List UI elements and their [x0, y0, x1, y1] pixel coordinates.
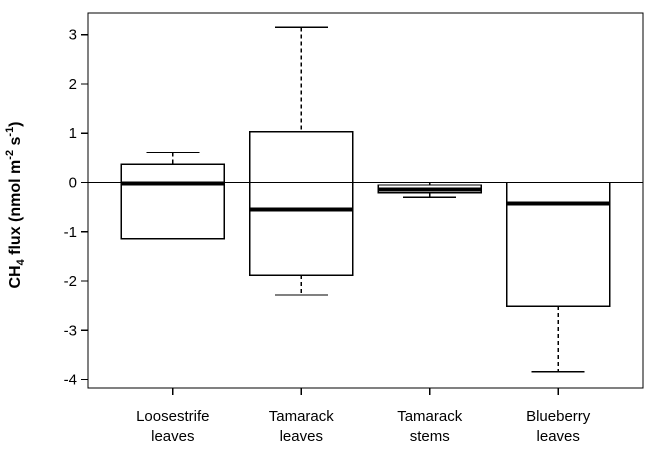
x-category-label-line1: Loosestrife [136, 408, 209, 425]
y-axis-label-segment: CH [7, 265, 24, 288]
y-tick-label: 2 [69, 76, 77, 93]
y-axis-label-segment: flux (nmol m [7, 160, 24, 260]
x-category-label-line2: stems [410, 428, 450, 445]
y-axis-label-segment: -1 [4, 127, 16, 137]
x-category-label-line2: leaves [537, 428, 580, 445]
y-tick-label: -2 [64, 273, 77, 290]
y-axis-label-segment: s [7, 136, 24, 149]
y-tick-label: -4 [64, 372, 77, 389]
x-category-label-line1: Blueberry [526, 408, 591, 425]
box-iqr [506, 181, 611, 307]
y-axis-label-segment: 4 [15, 258, 27, 265]
x-category-label-line1: Tamarack [397, 408, 463, 425]
y-tick-label: 0 [69, 175, 77, 192]
box-iqr [249, 131, 354, 276]
box-iqr [120, 163, 225, 240]
y-tick-label: -3 [64, 322, 77, 339]
y-axis-label-segment: -2 [4, 150, 16, 160]
y-axis-label-segment: ) [7, 121, 24, 126]
plot-frame [87, 12, 644, 389]
x-category-label-line1: Tamarack [269, 408, 335, 425]
x-category-label-line2: leaves [151, 428, 194, 445]
x-category-label-line2: leaves [280, 428, 323, 445]
y-tick-label: -1 [64, 224, 77, 241]
y-tick-label: 3 [69, 27, 77, 44]
y-axis-label: CH4 flux (nmol m-2 s-1) [4, 121, 27, 288]
y-tick-label: 1 [69, 125, 77, 142]
